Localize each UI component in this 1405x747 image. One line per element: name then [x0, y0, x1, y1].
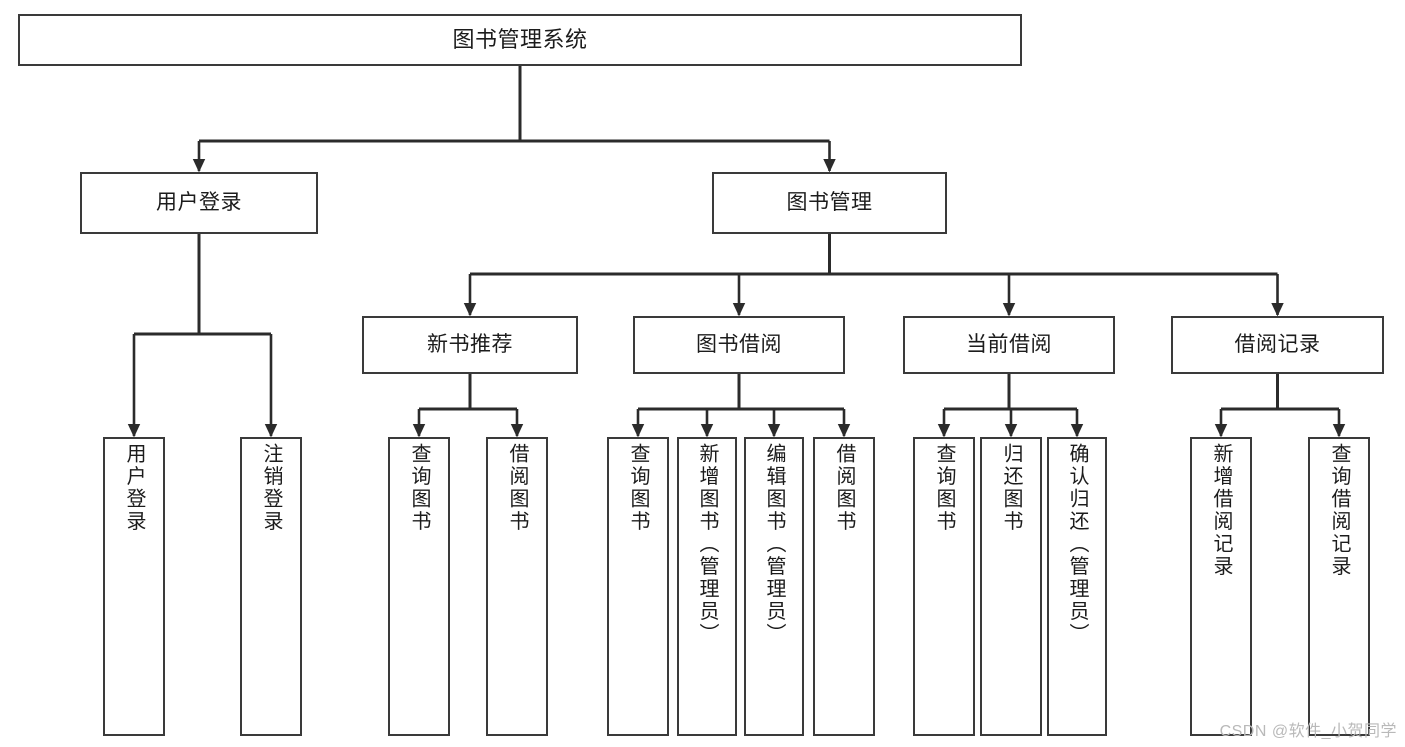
- node-label-record: 借阅记录: [1234, 332, 1321, 356]
- node-label-newbook: 新书推荐: [427, 332, 513, 356]
- node-c_return[interactable]: 归还图书: [980, 437, 1042, 736]
- node-label-l_login: 用户登录: [123, 443, 145, 533]
- node-root[interactable]: 图书管理系统: [18, 14, 1022, 66]
- node-r_query[interactable]: 查询借阅记录: [1308, 437, 1370, 736]
- node-label-n_borrow: 借阅图书: [506, 443, 528, 533]
- node-label-b_edit: 编辑图书（管理员）: [763, 443, 785, 646]
- node-label-b_lend: 借阅图书: [833, 443, 855, 533]
- node-label-r_add: 新增借阅记录: [1210, 443, 1232, 578]
- node-l_login[interactable]: 用户登录: [103, 437, 165, 736]
- node-b_lend[interactable]: 借阅图书: [813, 437, 875, 736]
- node-label-root: 图书管理系统: [452, 27, 588, 53]
- node-c_confirm[interactable]: 确认归还（管理员）: [1047, 437, 1107, 736]
- node-l_logout[interactable]: 注销登录: [240, 437, 302, 736]
- node-record[interactable]: 借阅记录: [1171, 316, 1384, 374]
- node-label-current: 当前借阅: [966, 332, 1052, 356]
- node-newbook[interactable]: 新书推荐: [362, 316, 578, 374]
- node-label-c_confirm: 确认归还（管理员）: [1066, 443, 1088, 646]
- node-n_borrow[interactable]: 借阅图书: [486, 437, 548, 736]
- node-label-b_query: 查询图书: [627, 443, 649, 533]
- node-label-c_query: 查询图书: [933, 443, 955, 533]
- node-current[interactable]: 当前借阅: [903, 316, 1115, 374]
- node-label-n_query: 查询图书: [408, 443, 430, 533]
- node-b_add[interactable]: 新增图书（管理员）: [677, 437, 737, 736]
- node-bookmgmt[interactable]: 图书管理: [712, 172, 947, 234]
- node-label-l_logout: 注销登录: [260, 443, 282, 533]
- node-r_add[interactable]: 新增借阅记录: [1190, 437, 1252, 736]
- node-label-c_return: 归还图书: [1000, 443, 1022, 533]
- node-label-bookmgmt: 图书管理: [786, 190, 873, 214]
- node-b_query[interactable]: 查询图书: [607, 437, 669, 736]
- node-label-login: 用户登录: [156, 190, 242, 214]
- node-borrow[interactable]: 图书借阅: [633, 316, 845, 374]
- node-n_query[interactable]: 查询图书: [388, 437, 450, 736]
- node-login[interactable]: 用户登录: [80, 172, 318, 234]
- node-b_edit[interactable]: 编辑图书（管理员）: [744, 437, 804, 736]
- node-label-r_query: 查询借阅记录: [1328, 443, 1350, 578]
- node-label-b_add: 新增图书（管理员）: [696, 443, 718, 646]
- node-c_query[interactable]: 查询图书: [913, 437, 975, 736]
- node-label-borrow: 图书借阅: [696, 332, 782, 356]
